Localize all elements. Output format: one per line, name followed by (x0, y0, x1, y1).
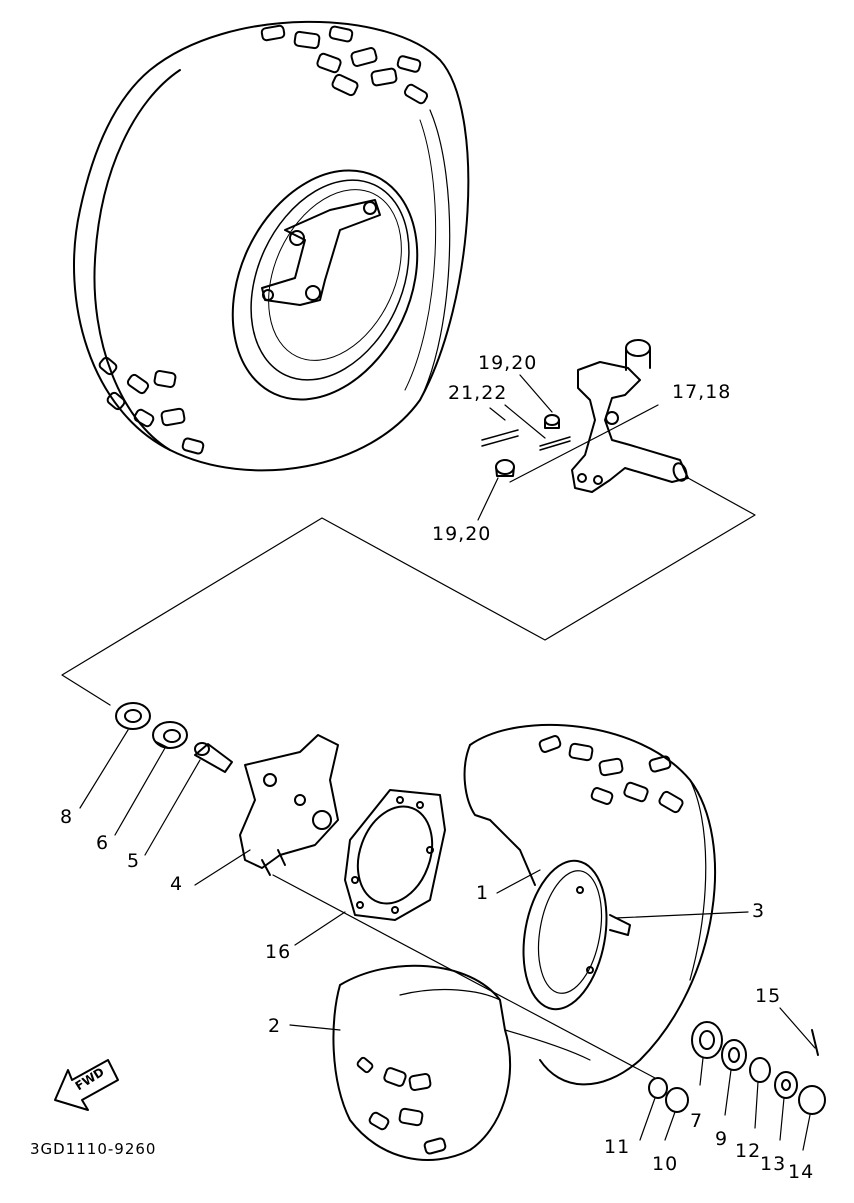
callout-11: 11 (604, 1136, 631, 1158)
callout-1: 1 (476, 882, 490, 904)
callout-2: 2 (268, 1015, 282, 1037)
callout-leaders (79, 729, 816, 1151)
callout-21-22: 21,22 (448, 382, 508, 404)
right-hardware (648, 1021, 826, 1115)
callout-17-18: 17,18 (672, 381, 732, 403)
callout-5: 5 (127, 850, 141, 872)
callout-14: 14 (788, 1161, 815, 1183)
assembly-lines (61, 477, 756, 706)
callout-4: 4 (170, 873, 184, 895)
callout-19-20-top: 19,20 (478, 352, 538, 374)
tire-half-outer (463, 723, 717, 1086)
assembled-wheel (73, 20, 470, 472)
callout-15: 15 (755, 985, 782, 1007)
exploded-parts (115, 702, 446, 921)
diagram-code: 3GD1110-9260 (30, 1140, 157, 1158)
callout-9: 9 (715, 1128, 729, 1150)
fwd-arrow (54, 1059, 119, 1111)
callout-12: 12 (735, 1140, 762, 1162)
callout-7: 7 (690, 1110, 704, 1132)
callout-16: 16 (265, 941, 292, 963)
steering-knuckle (477, 339, 689, 521)
callout-19-20-bottom: 19,20 (432, 523, 492, 545)
callout-10: 10 (652, 1153, 679, 1175)
callout-13: 13 (760, 1153, 787, 1175)
callout-8: 8 (60, 806, 74, 828)
tire-half-inner (332, 964, 591, 1161)
callout-6: 6 (96, 832, 110, 854)
callout-3: 3 (752, 900, 766, 922)
